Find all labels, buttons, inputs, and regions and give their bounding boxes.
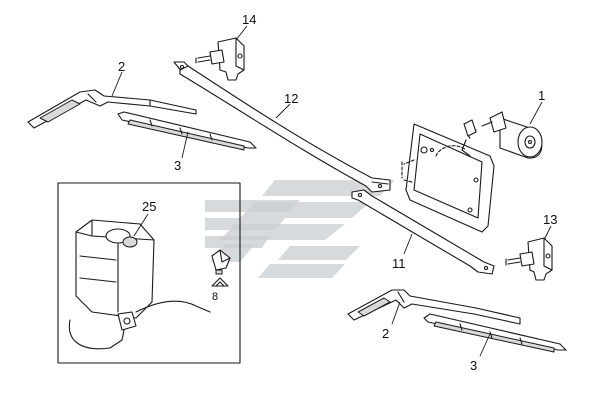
washer-inset-frame — [57, 182, 241, 364]
leader-14 — [235, 25, 248, 41]
wiper-blade-top — [117, 111, 257, 151]
washer-reservoir — [68, 219, 211, 350]
leader-11 — [403, 233, 413, 255]
label-8: 8 — [212, 291, 218, 303]
pivot-bracket-left — [173, 37, 245, 81]
label-1: 1 — [538, 88, 545, 103]
pivot-bracket-right — [505, 237, 553, 281]
label-25: 25 — [142, 199, 156, 214]
label-2-top: 2 — [118, 59, 125, 74]
leader-3-top — [181, 131, 189, 159]
leader-25 — [133, 213, 149, 237]
leader-2-top — [111, 71, 123, 97]
label-11: 11 — [392, 256, 406, 271]
label-2-bottom: 2 — [382, 326, 389, 341]
leader-13 — [543, 225, 552, 241]
linkage-bar-lower — [351, 189, 495, 275]
wiper-blade-bottom — [423, 313, 567, 353]
label-12: 12 — [284, 91, 298, 106]
leader-3-bottom — [479, 333, 491, 357]
wiper-motor-assembly — [401, 111, 543, 233]
leader-12 — [275, 103, 291, 119]
leader-2-bottom — [391, 301, 401, 325]
watermark-logo — [205, 180, 395, 278]
linkage-bar-upper — [179, 65, 391, 193]
label-3-top: 3 — [174, 158, 181, 173]
label-14: 14 — [242, 12, 256, 27]
wiper-arm-bottom — [347, 289, 521, 325]
leader-1 — [529, 101, 543, 125]
washer-nozzle — [211, 249, 231, 287]
label-3-bottom: 3 — [470, 358, 477, 373]
label-13: 13 — [543, 212, 557, 227]
wiper-arm-top — [27, 89, 197, 129]
